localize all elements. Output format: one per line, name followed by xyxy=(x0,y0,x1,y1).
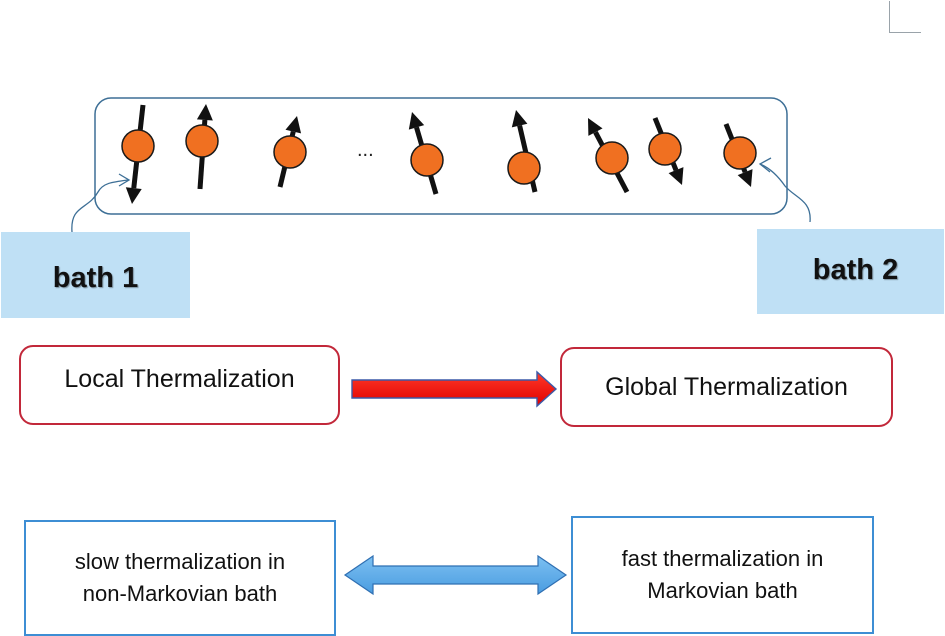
spin-ball xyxy=(595,141,629,175)
spin-ball xyxy=(648,132,682,166)
slow-thermalization-box: slow thermalization in non-Markovian bat… xyxy=(24,520,336,636)
spin-5-up xyxy=(507,110,541,193)
spin-1-down xyxy=(121,104,155,204)
spin-4-up xyxy=(408,112,444,195)
spin-7-down xyxy=(648,117,684,185)
spin-6-up xyxy=(588,118,630,194)
global-thermalization-label: Global Thermalization xyxy=(605,372,848,401)
spin-arrow-head xyxy=(668,167,684,185)
spin-ball xyxy=(273,135,307,169)
spin-chain-container xyxy=(94,97,788,215)
spin-ball xyxy=(185,124,219,158)
spin-arrow-head xyxy=(737,169,753,187)
bath-1-coupling-arrowhead xyxy=(118,173,131,187)
global-thermalization-box: Global Thermalization xyxy=(560,347,893,427)
local-to-global-arrow xyxy=(351,370,558,408)
local-thermalization-label: Local Thermalization xyxy=(64,365,295,393)
spin-ball xyxy=(121,129,155,163)
slow-fast-double-arrow xyxy=(343,554,568,596)
spin-ball xyxy=(723,136,757,170)
spin-arrow-head xyxy=(588,118,603,136)
bath-2-coupling-arrowhead xyxy=(758,157,772,173)
spin-ball xyxy=(507,151,541,185)
spin-arrow-head xyxy=(196,104,213,121)
bath-2-label: bath 2 xyxy=(812,254,899,286)
spin-arrow-head xyxy=(408,112,425,130)
spin-2-up xyxy=(185,104,219,190)
bath-1-box: bath 1 xyxy=(1,232,190,318)
spin-chain-ellipsis: ... xyxy=(357,139,374,161)
fast-thermalization-box: fast thermalization in Markovian bath xyxy=(571,516,874,634)
bath-2-box: bath 2 xyxy=(757,229,944,314)
bath-2-coupling-line xyxy=(759,163,811,223)
bath-1-label: bath 1 xyxy=(52,261,139,294)
spin-arrow-head xyxy=(511,110,528,128)
spin-3-up xyxy=(273,116,307,188)
page-corner-mark xyxy=(889,1,921,33)
local-thermalization-box: Local Thermalization xyxy=(19,345,340,425)
spin-arrow-head xyxy=(125,187,142,204)
bath-1-coupling-line xyxy=(71,179,129,233)
fast-thermalization-label: fast thermalization in Markovian bath xyxy=(621,546,824,603)
spin-ball xyxy=(410,143,444,177)
spin-arrow-head xyxy=(285,116,302,134)
spin-chain xyxy=(121,104,757,204)
spin-8-down xyxy=(723,123,757,187)
slow-thermalization-label: slow thermalization in non-Markovian bat… xyxy=(74,549,286,606)
